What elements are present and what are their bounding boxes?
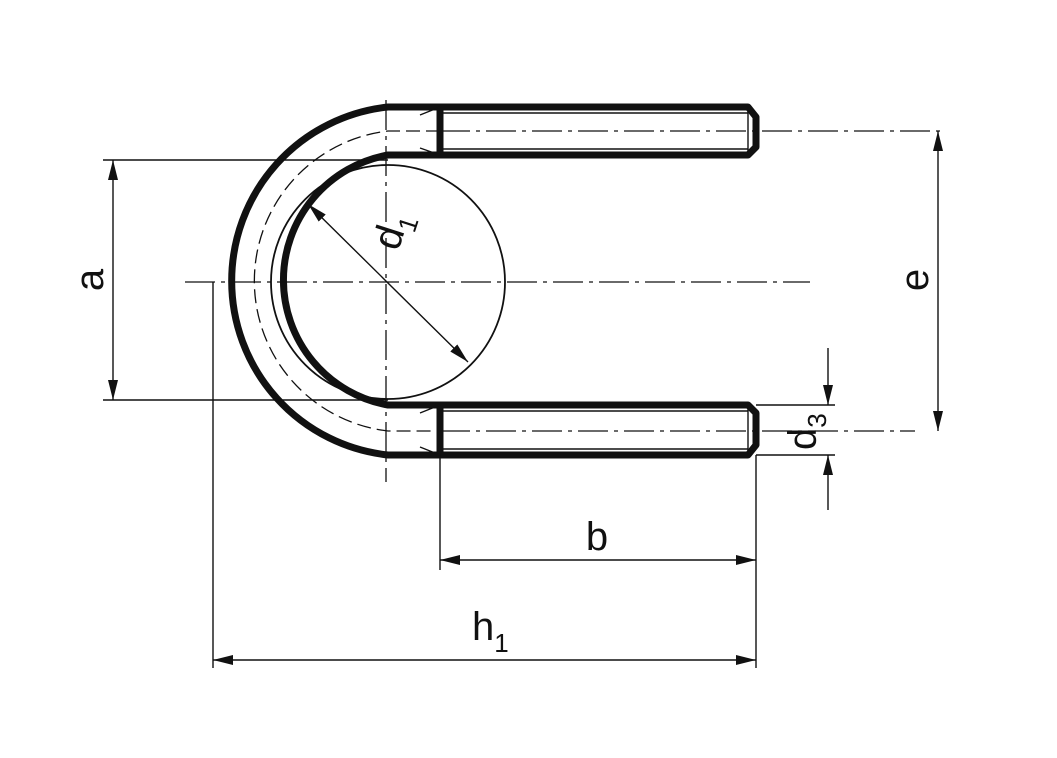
bend-centerline — [253, 130, 440, 432]
extension-lines — [103, 159, 835, 668]
label-a: a — [68, 268, 112, 291]
label-d3: d3 — [781, 413, 832, 450]
dimension-h1: h1 — [213, 605, 756, 665]
label-e: e — [893, 269, 937, 291]
dimension-d1: d1 — [307, 203, 469, 363]
label-h1: h1 — [472, 605, 509, 658]
outer-contour — [228, 103, 440, 459]
lower-threaded-leg — [419, 401, 760, 459]
dimension-e: e — [893, 131, 943, 431]
inner-contour — [279, 151, 440, 409]
u-bolt-body — [228, 103, 760, 459]
dimension-d3: d3 — [781, 348, 833, 510]
dimension-b: b — [440, 515, 756, 565]
label-d1: d1 — [365, 206, 425, 257]
label-b: b — [586, 515, 608, 559]
dimension-a: a — [68, 160, 118, 400]
